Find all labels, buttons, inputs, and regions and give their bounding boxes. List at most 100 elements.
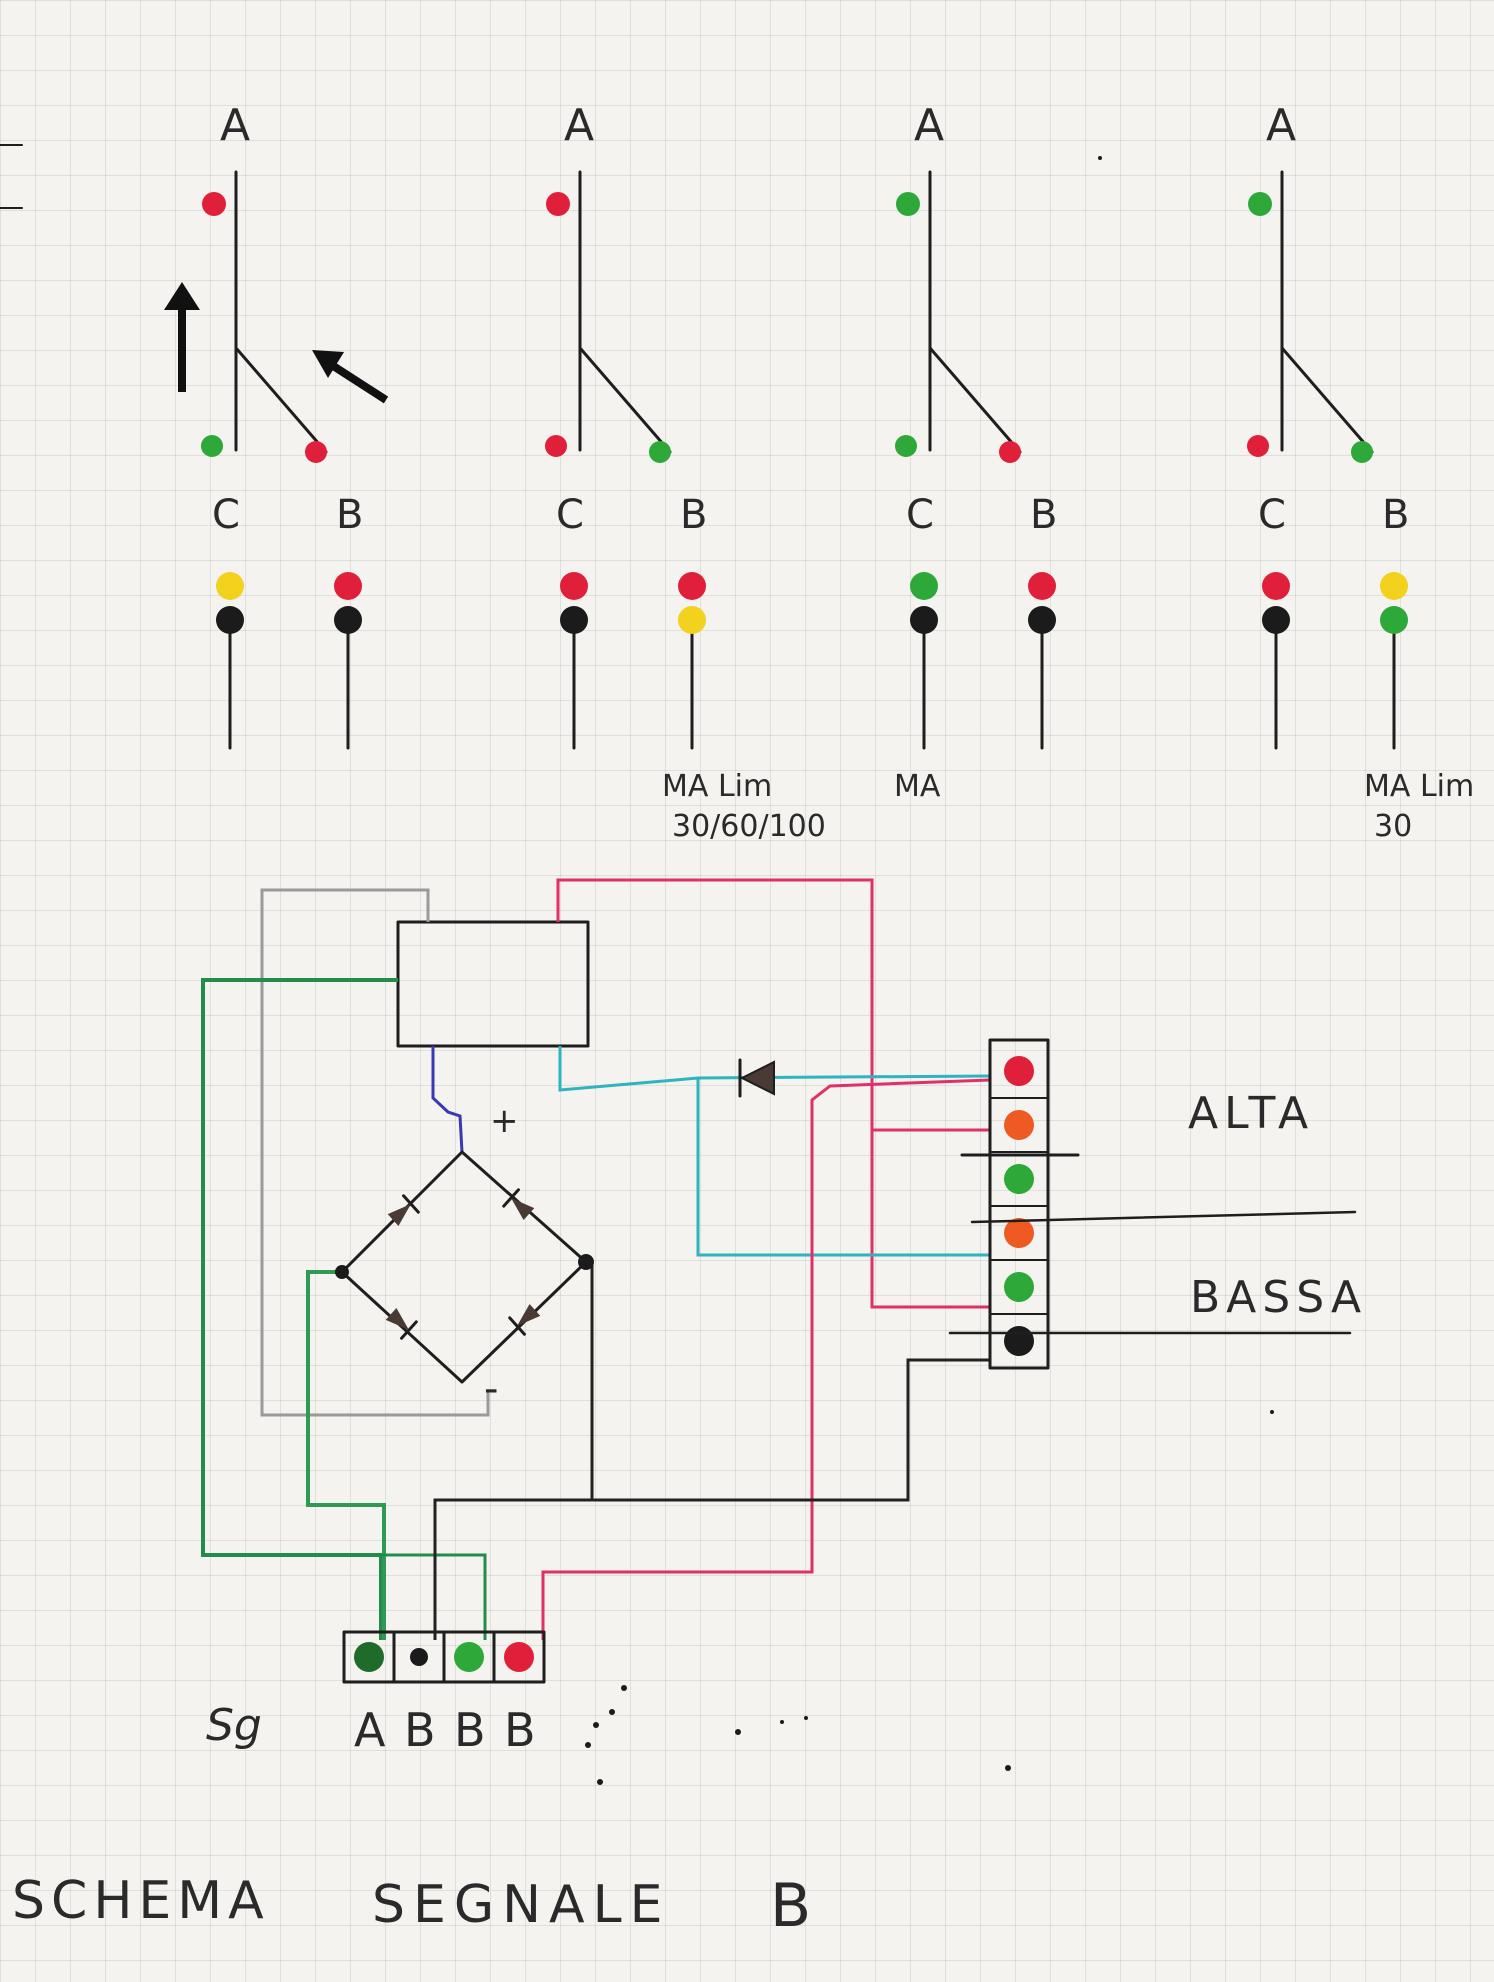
bridge-plus-label: + xyxy=(490,1101,519,1141)
lamp-approach-a xyxy=(202,192,226,216)
wire-green-b xyxy=(306,1270,386,1640)
label-a: A xyxy=(1266,100,1296,151)
signal-lamp-red xyxy=(560,572,588,600)
head-lamp-black xyxy=(1004,1326,1034,1356)
label-b: B xyxy=(1030,492,1057,538)
lamp-approach-a xyxy=(546,192,570,216)
lamp-approach-b xyxy=(305,441,327,463)
wire-cyan xyxy=(558,1046,991,1092)
signal-c: MA xyxy=(894,572,941,804)
head-lamp-orange xyxy=(1004,1110,1034,1140)
junction-diagram-1: A C B xyxy=(164,100,389,750)
bridge-minus-label: - xyxy=(484,1366,498,1412)
diode-symbol xyxy=(738,1058,775,1098)
connector-pin-label: B xyxy=(404,1703,436,1757)
signal-b xyxy=(1028,572,1056,750)
connector-pin-darkgreen xyxy=(354,1642,384,1672)
wire-pink-top xyxy=(556,878,990,1309)
relay-module-box xyxy=(396,920,590,1048)
bridge-node-right xyxy=(578,1254,594,1270)
label-c: C xyxy=(556,492,584,538)
signal-lamp-yellow xyxy=(678,606,706,634)
signal-lamp-black xyxy=(334,606,362,634)
signal-lamp-yellow xyxy=(216,572,244,600)
signal-lamp-black xyxy=(1262,606,1290,634)
signal-lamp-red xyxy=(334,572,362,600)
signal-lamp-black xyxy=(216,606,244,634)
label-a: A xyxy=(564,100,594,151)
lamp-approach-a xyxy=(896,192,920,216)
head-lamp-orange xyxy=(1004,1218,1034,1248)
track-branch xyxy=(928,346,1022,454)
lamp-approach-c xyxy=(1247,435,1269,457)
wire-red xyxy=(541,1078,991,1640)
bridge-node-left xyxy=(335,1265,349,1279)
lamp-approach-b xyxy=(1351,441,1373,463)
title-word-3: B xyxy=(770,1871,811,1941)
connector-pin-label: B xyxy=(454,1703,486,1757)
signal-lamp-red xyxy=(678,572,706,600)
label-c: C xyxy=(1258,492,1286,538)
arrow-upleft-head-icon xyxy=(312,350,344,378)
signal-lamp-black xyxy=(1028,606,1056,634)
title-word-1: SCHEMA xyxy=(12,1871,270,1931)
page-title: SCHEMA SEGNALE B xyxy=(12,1871,811,1941)
signal-lamp-black xyxy=(910,606,938,634)
wire-blue xyxy=(431,1046,464,1153)
signal-lamp-red xyxy=(1262,572,1290,600)
bridge-rectifier: + - xyxy=(335,1101,594,1412)
connector-tag: Sg xyxy=(206,1700,262,1751)
signal-lamp-black xyxy=(560,606,588,634)
signal-b xyxy=(334,572,362,750)
label-b: B xyxy=(680,492,707,538)
signal-caption: MA xyxy=(894,769,941,804)
label-bassa: BASSA xyxy=(1190,1272,1367,1323)
signal-lamp-yellow xyxy=(1380,572,1408,600)
label-b: B xyxy=(336,492,363,538)
lamp-approach-b xyxy=(649,441,671,463)
track-branch xyxy=(578,346,672,454)
connector-pin-red xyxy=(504,1642,534,1672)
lamp-strip-frame xyxy=(988,1038,1050,1370)
signal-c xyxy=(216,572,244,750)
head-lamp-red xyxy=(1004,1056,1034,1086)
connector-pin-green xyxy=(454,1642,484,1672)
wire-cyan-2 xyxy=(696,1078,990,1257)
label-c: C xyxy=(906,492,934,538)
wire-gray xyxy=(260,888,490,1417)
connector-pin-label: B xyxy=(504,1703,536,1757)
label-a: A xyxy=(220,100,250,151)
lamp-approach-b xyxy=(999,441,1021,463)
label-c: C xyxy=(212,492,240,538)
connector-pin-black xyxy=(410,1648,428,1666)
wire-green-a xyxy=(201,978,398,1640)
lamp-approach-c xyxy=(201,435,223,457)
track-branch xyxy=(234,346,328,454)
label-b: B xyxy=(1382,492,1409,538)
signal-head-lamps xyxy=(988,1038,1050,1370)
lamp-approach-a xyxy=(1248,192,1272,216)
title-word-2: SEGNALE xyxy=(372,1875,670,1935)
wire-black-2 xyxy=(433,1498,592,1640)
signal-c xyxy=(560,572,588,750)
wire-black xyxy=(590,1262,990,1502)
label-alta: ALTA xyxy=(1188,1088,1314,1139)
direction-arrows xyxy=(164,282,389,404)
signal-lamp-green xyxy=(910,572,938,600)
head-lamp-green xyxy=(1004,1272,1034,1302)
label-a: A xyxy=(914,100,944,151)
signal-lamp-red xyxy=(1028,572,1056,600)
connector-pin-label: A xyxy=(354,1703,386,1757)
head-lamp-green xyxy=(1004,1164,1034,1194)
